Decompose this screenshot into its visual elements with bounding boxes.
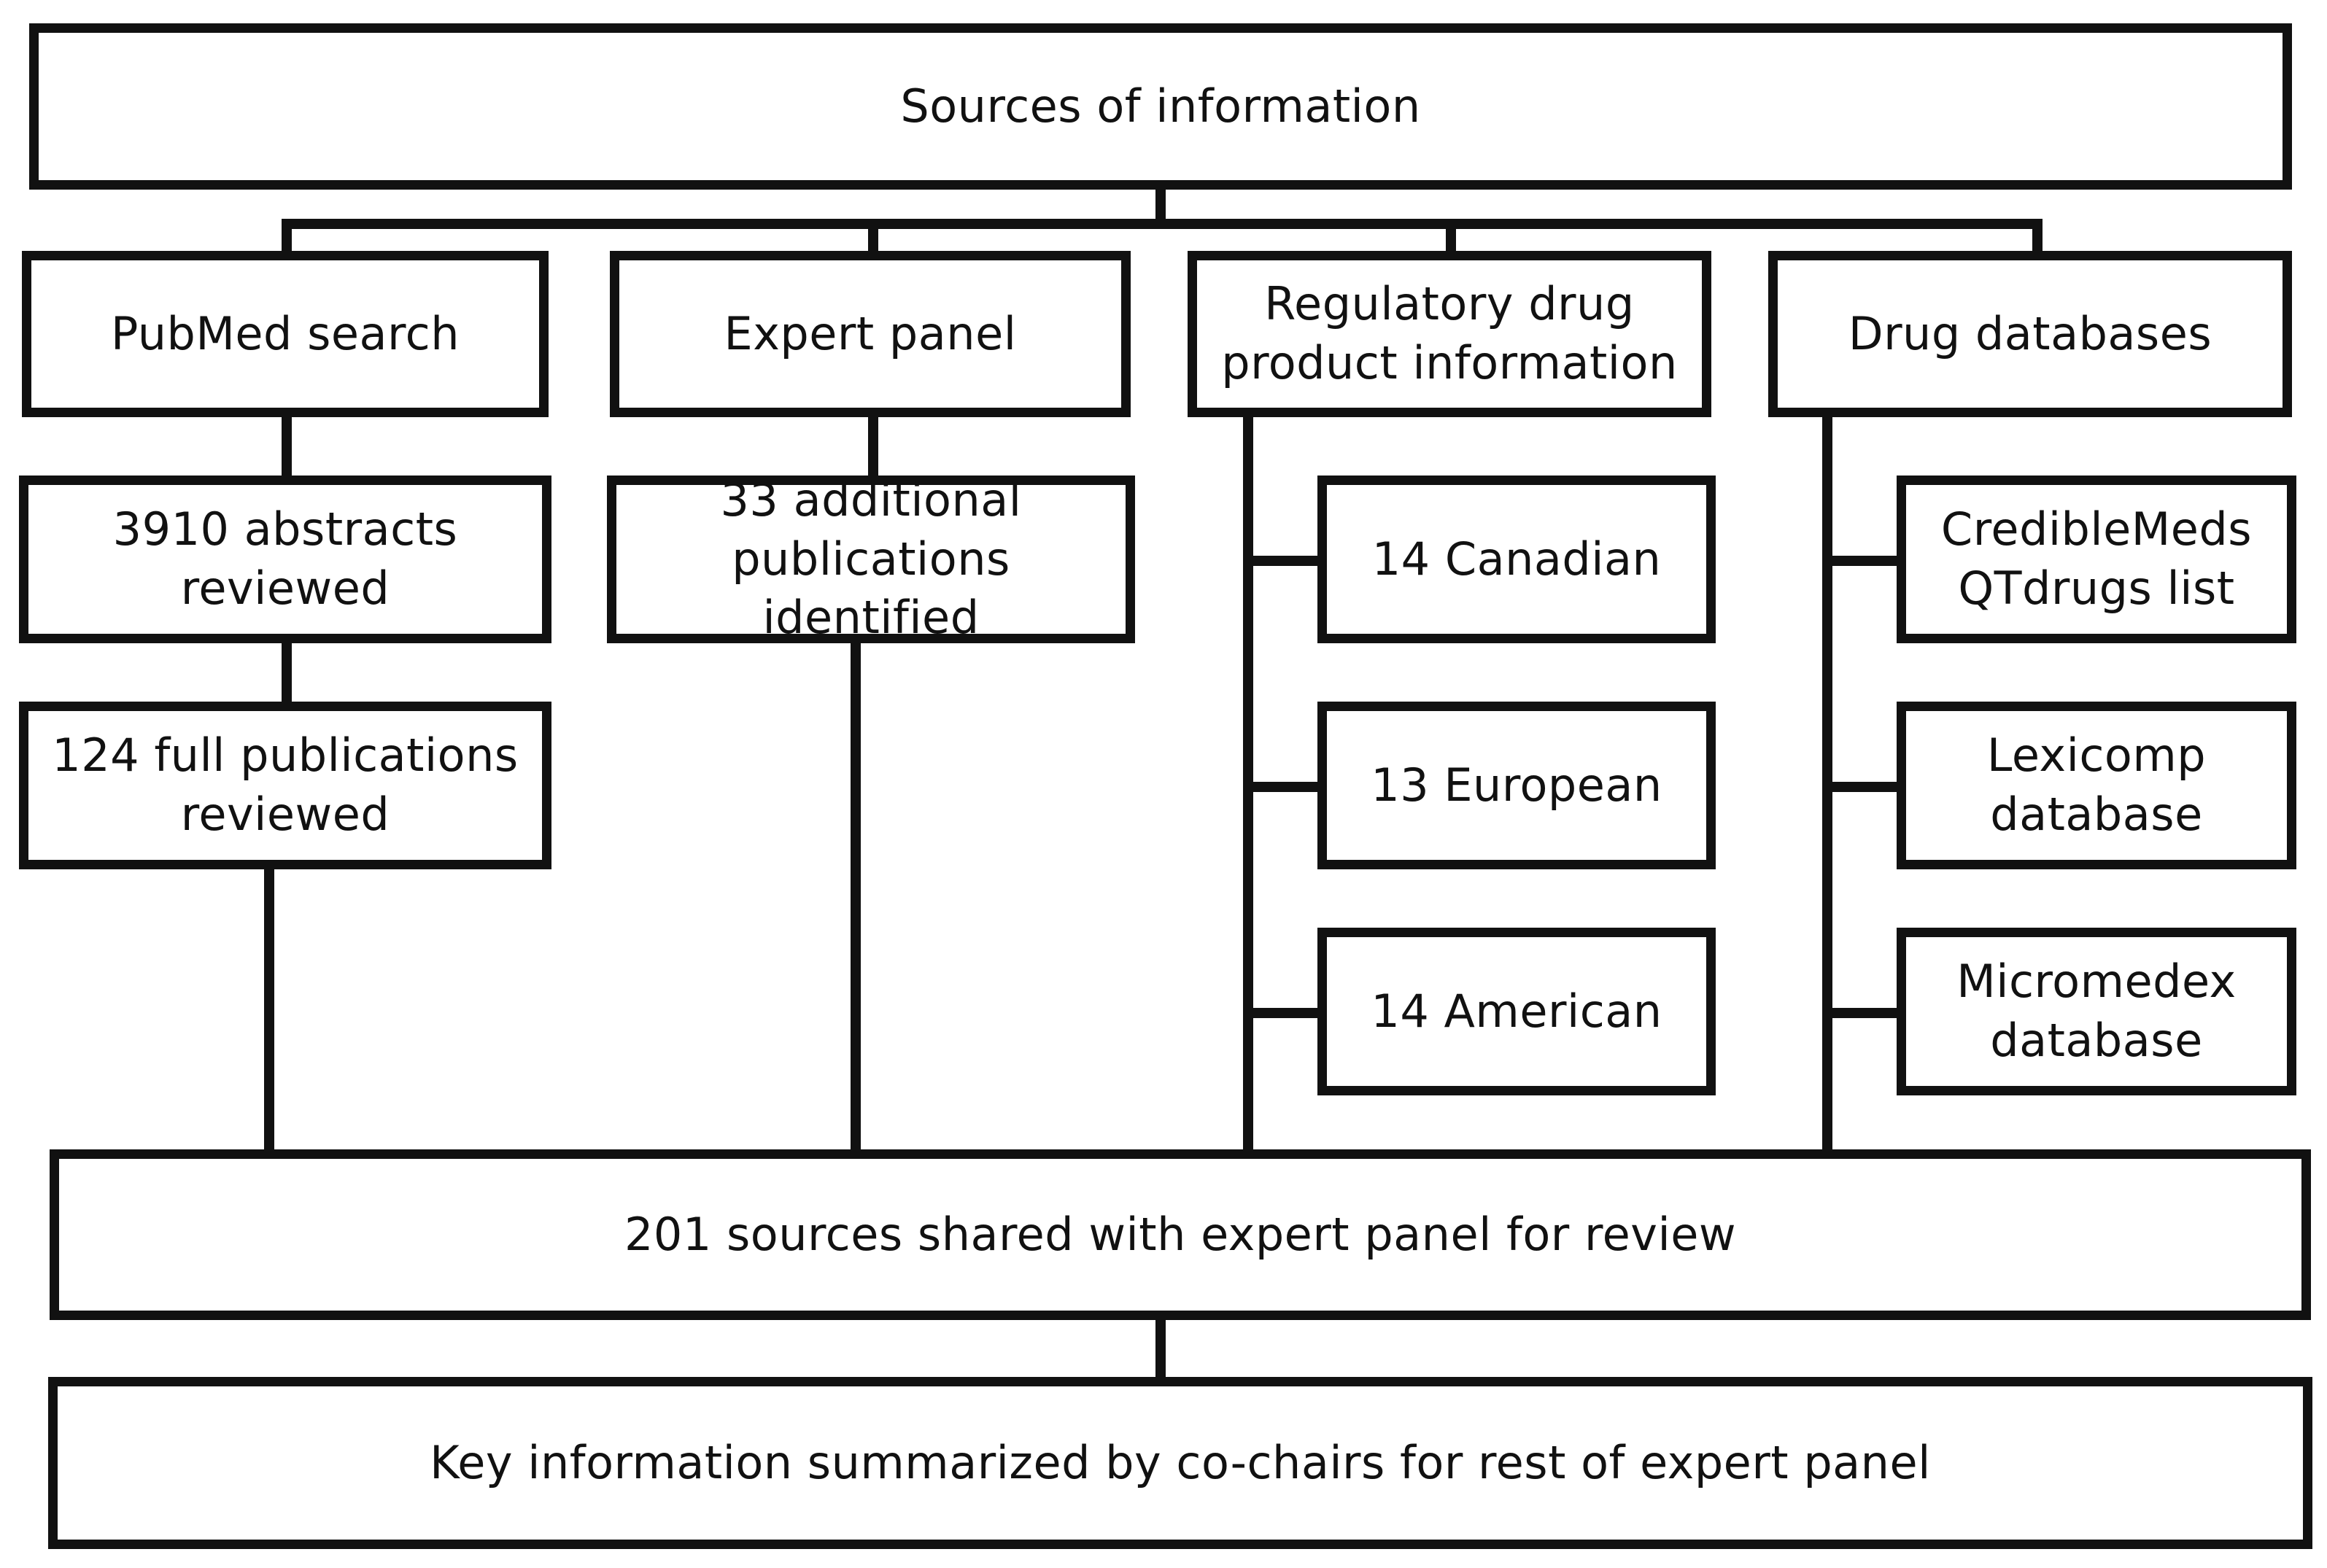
crediblemeds-label: CredibleMeds QTdrugs list xyxy=(1940,502,2253,615)
regulatory-drug-info-box: Regulatory drug product information xyxy=(1188,251,1711,417)
sources-of-information-label: Sources of information xyxy=(900,79,1421,133)
connector-drop-expert xyxy=(868,219,878,254)
connector-top-bar xyxy=(282,219,2043,229)
pubmed-search-box: PubMed search xyxy=(22,251,549,417)
regulatory-drug-info-label: Regulatory drug product information xyxy=(1221,277,1678,389)
abstracts-reviewed-box: 3910 abstracts reviewed xyxy=(19,476,551,643)
expert-panel-label: Expert panel xyxy=(724,306,1017,360)
sources-shared-box: 201 sources shared with expert panel for… xyxy=(50,1149,2311,1320)
sources-shared-label: 201 sources shared with expert panel for… xyxy=(624,1207,1737,1261)
expert-panel-box: Expert panel xyxy=(610,251,1131,417)
lexicomp-box: Lexicomp database xyxy=(1897,702,2296,869)
drug-databases-label: Drug databases xyxy=(1848,306,2212,360)
additional-publications-box: 33 additional publications identified xyxy=(607,473,1135,644)
micromedex-label: Micromedex database xyxy=(1956,955,2237,1067)
connector-pubmed-2 xyxy=(282,640,292,705)
connector-drop-pubmed xyxy=(282,219,292,254)
european-label: 13 European xyxy=(1371,758,1662,812)
canadian-box: 14 Canadian xyxy=(1317,476,1716,643)
drug-databases-box: Drug databases xyxy=(1768,251,2292,417)
full-publications-reviewed-box: 124 full publications reviewed xyxy=(19,702,551,869)
key-information-label: Key information summarized by co-chairs … xyxy=(430,1435,1931,1489)
american-box: 14 American xyxy=(1317,928,1716,1095)
connector-databases-tick-3 xyxy=(1822,1008,1907,1018)
micromedex-box: Micromedex database xyxy=(1897,928,2296,1095)
connector-pubmed-down xyxy=(264,866,274,1158)
additional-publications-label: 33 additional publications identified xyxy=(720,473,1022,645)
european-box: 13 European xyxy=(1317,702,1716,869)
connector-pubmed-1 xyxy=(282,414,292,478)
crediblemeds-box: CredibleMeds QTdrugs list xyxy=(1897,476,2296,643)
connector-databases-tick-2 xyxy=(1822,782,1907,792)
connector-databases-tick-1 xyxy=(1822,556,1907,566)
connector-expert-down xyxy=(851,640,861,1158)
connector-regulatory-tick-3 xyxy=(1243,1008,1329,1018)
key-information-box: Key information summarized by co-chairs … xyxy=(48,1377,2312,1549)
american-label: 14 American xyxy=(1371,984,1662,1038)
lexicomp-label: Lexicomp database xyxy=(1986,729,2207,841)
connector-drop-regulatory xyxy=(1446,219,1456,254)
canadian-label: 14 Canadian xyxy=(1371,532,1662,586)
sources-of-information-box: Sources of information xyxy=(29,23,2292,190)
connector-drop-databases xyxy=(2032,219,2043,254)
full-publications-reviewed-label: 124 full publications reviewed xyxy=(52,729,519,841)
connector-regulatory-tick-1 xyxy=(1243,556,1329,566)
connector-merge-to-final xyxy=(1155,1317,1166,1386)
connector-top-stem xyxy=(1155,187,1166,225)
connector-regulatory-tick-2 xyxy=(1243,782,1329,792)
connector-expert-1 xyxy=(868,414,878,478)
abstracts-reviewed-label: 3910 abstracts reviewed xyxy=(112,502,458,615)
pubmed-search-label: PubMed search xyxy=(110,306,460,360)
